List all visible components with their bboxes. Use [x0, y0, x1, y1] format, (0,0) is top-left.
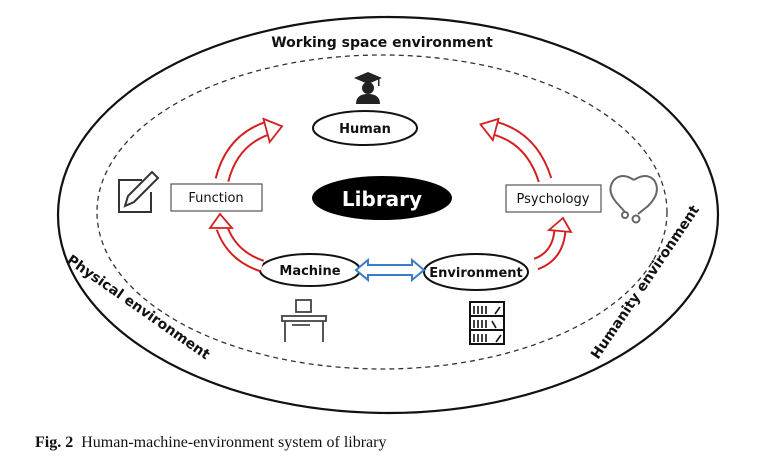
library-node: [312, 176, 452, 220]
machine-label: Machine: [279, 264, 340, 279]
edit-icon: [118, 170, 160, 213]
psychology-box: [505, 184, 602, 213]
environment-node: [423, 253, 529, 291]
graduate-icon: [354, 72, 382, 104]
caption-text: Human-machine-environment system of libr…: [81, 434, 387, 451]
desk-computer-icon: [281, 299, 327, 342]
working-space-label: Working space environment: [271, 35, 493, 51]
library-label: Library: [342, 187, 422, 211]
caption-label: Fig. 2: [35, 434, 74, 451]
function-label: Function: [188, 191, 243, 206]
function-box: [170, 183, 263, 212]
machine-environment-link-arrow: [354, 257, 426, 283]
bookshelf-icon: [469, 301, 505, 345]
heart-stethoscope-icon: [609, 175, 658, 224]
outer-ellipse: [56, 15, 720, 415]
cycle-arrow-environment-psychology: [533, 216, 573, 271]
human-node: [312, 110, 418, 146]
cycle-arrow-function-human: [214, 117, 284, 183]
psychology-label: Psychology: [517, 192, 590, 207]
inner-dashed-ellipse: [96, 54, 668, 370]
figure-caption: Fig. 2 Human-machine-environment system o…: [35, 434, 386, 452]
cycle-arrow-psychology-human: [478, 117, 553, 183]
environment-label: Environment: [429, 266, 523, 281]
human-label: Human: [339, 122, 391, 137]
physical-environment-label: Physical environment: [64, 252, 213, 363]
cycle-arrow-machine-function: [208, 212, 265, 273]
diagram: Working space environment Physical envir…: [56, 15, 720, 415]
